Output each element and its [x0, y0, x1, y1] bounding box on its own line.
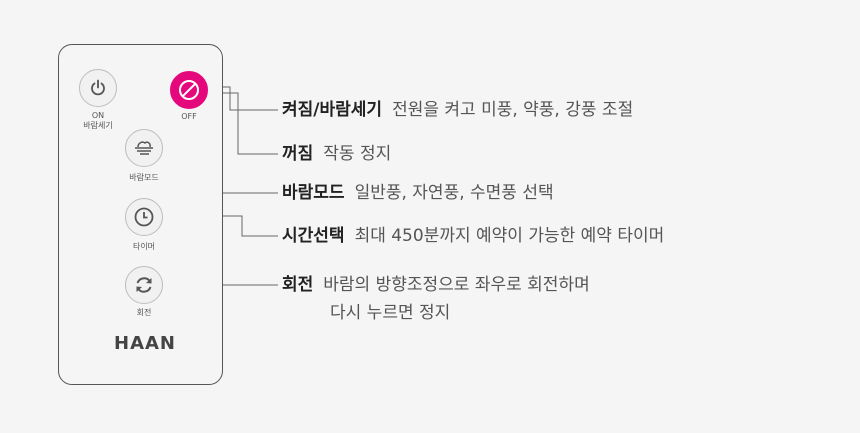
callout-on: 켜짐/바람세기 전원을 켜고 미풍, 약풍, 강풍 조절 [282, 99, 633, 121]
off-caption: OFF [181, 112, 197, 121]
wind-icon [135, 141, 153, 155]
callout-desc: 작동 정지 [323, 144, 392, 164]
leader-line-off [209, 92, 278, 155]
on-button[interactable] [79, 69, 117, 107]
timer-button[interactable] [125, 198, 163, 236]
callout-desc: 전원을 켜고 미풍, 약풍, 강풍 조절 [392, 100, 634, 120]
callout-desc: 바람의 방향조정으로 좌우로 회전하며 [323, 275, 590, 295]
callout-timer: 시간선택 최대 450분까지 예약이 가능한 예약 타이머 [282, 225, 664, 247]
callout-title: 켜짐/바람세기 [282, 100, 383, 120]
callout-off: 꺼짐 작동 정지 [282, 143, 391, 165]
power-icon [91, 79, 105, 96]
rotate-icon [136, 277, 152, 293]
timer-caption: 타이머 [132, 242, 156, 251]
callout-title: 꺼짐 [282, 144, 314, 164]
mode-caption: 바람모드 [129, 173, 159, 182]
callout-title: 바람모드 [282, 183, 345, 203]
prohibited-icon [179, 80, 199, 100]
callout-mode: 바람모드 일반풍, 자연풍, 수면풍 선택 [282, 182, 554, 204]
callout-title: 시간선택 [282, 226, 345, 246]
rotate-caption: 회전 [136, 308, 152, 317]
callout-rotate-desc2: 다시 누르면 정지 [330, 303, 451, 323]
off-button[interactable] [170, 71, 208, 109]
brand-logo: HAAN [114, 333, 176, 354]
callout-desc: 일반풍, 자연풍, 수면풍 선택 [354, 183, 554, 203]
callout-rotate: 회전 바람의 방향조정으로 좌우로 회전하며 [282, 274, 590, 296]
rotate-button[interactable] [125, 266, 163, 304]
on-caption: ON 바람세기 [83, 111, 113, 130]
clock-icon [134, 207, 154, 227]
wind-mode-button[interactable] [125, 129, 163, 167]
callout-desc: 최대 450분까지 예약이 가능한 예약 타이머 [354, 226, 665, 246]
callout-title: 회전 [282, 275, 314, 295]
